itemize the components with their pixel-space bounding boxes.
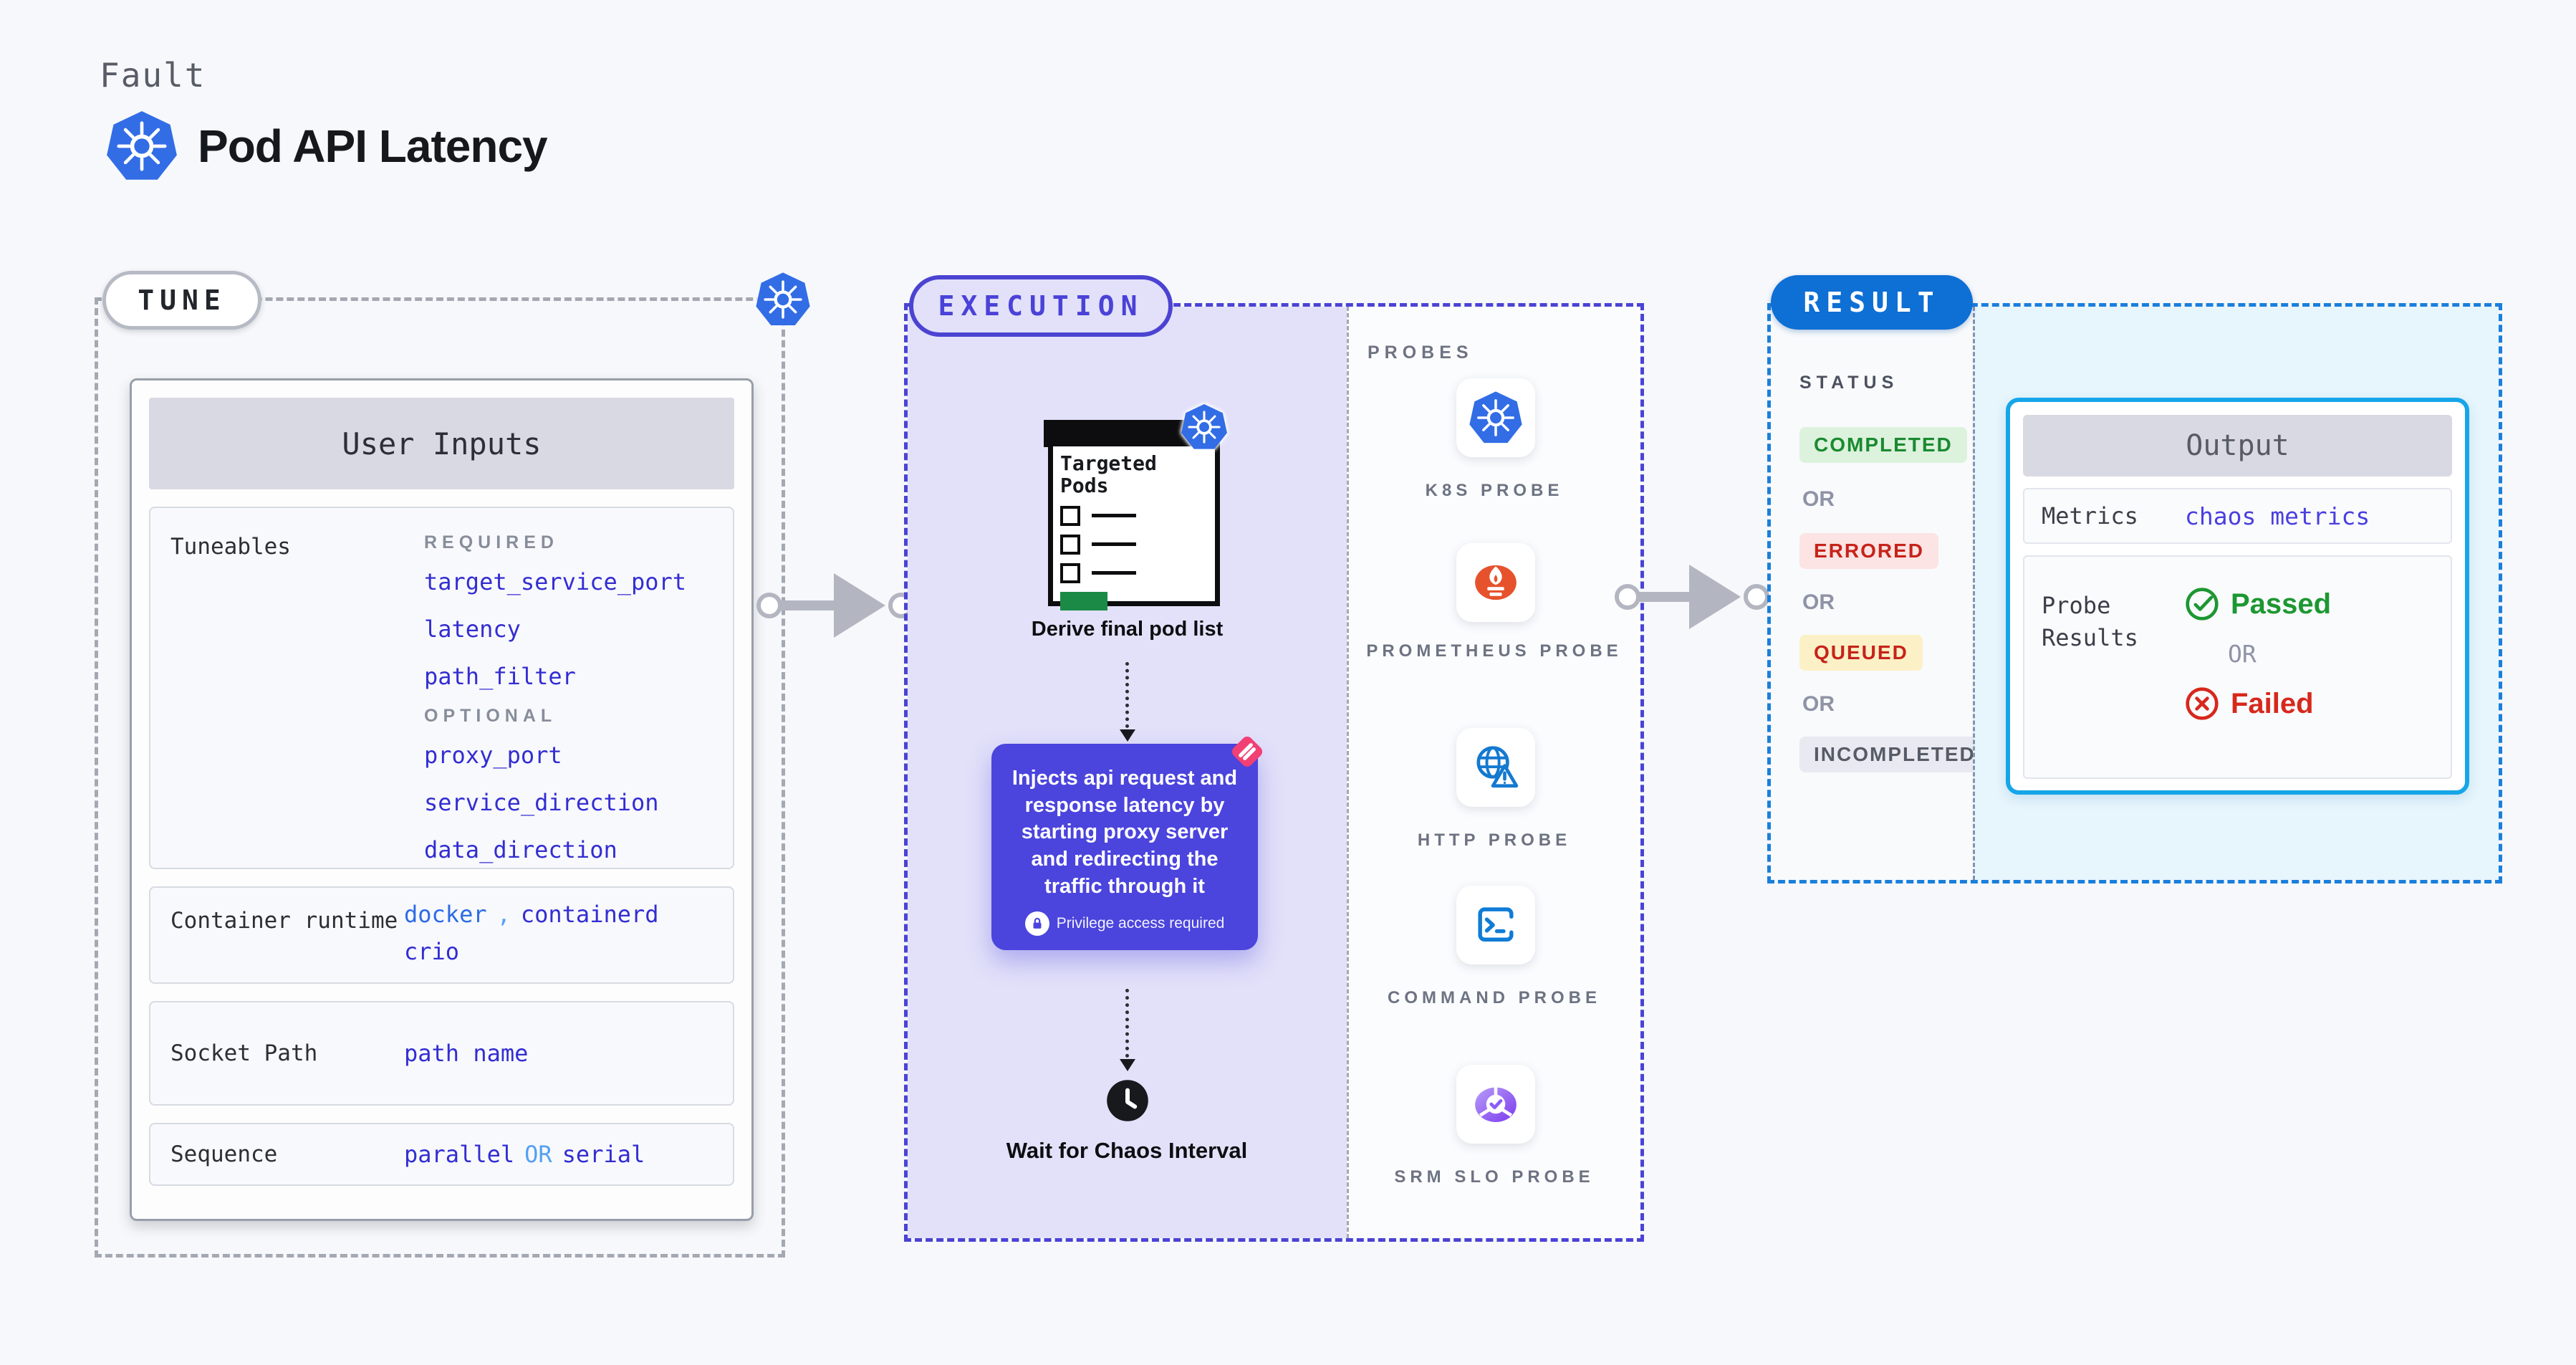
sequence-row: Sequence parallel OR serial: [149, 1123, 734, 1186]
status-column: STATUS COMPLETED OR ERRORED OR QUEUED OR…: [1771, 307, 1990, 880]
dotted-connector: [1125, 662, 1129, 728]
result-pill: RESULT: [1771, 275, 1973, 330]
or-separator: OR: [1802, 590, 1835, 614]
failed-item: Failed: [2185, 686, 2331, 721]
globe-warning-icon: [1456, 728, 1535, 807]
tuneable-value: data_direction: [424, 836, 617, 863]
metrics-label: Metrics: [2042, 502, 2138, 530]
privilege-note: Privilege access required: [1056, 915, 1225, 932]
kubernetes-icon: [1456, 378, 1535, 457]
output-title: Output: [2023, 415, 2452, 476]
inject-description-text: Injects api request and response latency…: [1011, 767, 1238, 898]
arrow-right-icon: [1615, 565, 1769, 629]
passed-label: Passed: [2231, 588, 2332, 620]
probes-panel: PROBES K8S PROBE PROMETHEUS PROBE: [1347, 307, 1640, 1238]
execution-section: Targeted Pods Derive final pod list Inje…: [904, 275, 1644, 1242]
x-circle-icon: [2186, 687, 2219, 720]
status-title: STATUS: [1799, 373, 1899, 393]
output-card: Output Metrics chaos metrics Probe Resul…: [2006, 398, 2469, 795]
lock-icon: [1024, 911, 1049, 937]
tuneables-values: REQUIRED target_service_port latency pat…: [424, 527, 686, 873]
runtime-value: crio: [404, 938, 460, 965]
arrow-right-icon: [756, 573, 914, 638]
check-circle-icon: [2186, 588, 2219, 621]
container-runtime-values: docker, containerd crio: [404, 888, 659, 982]
runtime-value: docker: [404, 901, 487, 928]
required-label: REQUIRED: [424, 532, 559, 552]
dotted-connector: [1125, 989, 1129, 1058]
or-separator: OR: [1802, 692, 1835, 716]
privilege-row: Privilege access required: [1009, 911, 1241, 937]
fault-kicker: Fault: [100, 56, 206, 95]
kubernetes-icon: [105, 109, 179, 183]
kubernetes-icon: [1180, 403, 1229, 451]
status-badge: QUEUED: [1799, 635, 1923, 671]
socket-path-row: Socket Path path name: [149, 1001, 734, 1106]
tune-pill: TUNE: [102, 271, 261, 330]
sequence-value: serial: [562, 1141, 645, 1168]
probe-label: HTTP PROBE: [1417, 830, 1572, 850]
status-badge: ERRORED: [1799, 533, 1939, 569]
container-runtime-row: Container runtime docker, containerd crio: [149, 886, 734, 984]
tuneable-value: path_filter: [424, 663, 576, 690]
checklist-document-icon: Targeted Pods: [1044, 403, 1229, 610]
tuneable-value: proxy_port: [424, 742, 562, 769]
or-separator: OR: [1802, 487, 1835, 511]
runtime-value: containerd: [520, 901, 659, 928]
arrow-down-icon: [1120, 729, 1135, 742]
tune-section: TUNE User Inputs Tuneables REQUIRED targ…: [95, 271, 785, 1258]
inject-description-box: Injects api request and response latency…: [991, 737, 1262, 951]
probe-label: COMMAND PROBE: [1388, 988, 1601, 1007]
terminal-icon: [1456, 886, 1535, 964]
tuneable-value: target_service_port: [424, 568, 687, 595]
runtime-separator: ,: [496, 901, 511, 928]
probes-title: PROBES: [1368, 343, 1474, 363]
probe-label: K8S PROBE: [1425, 481, 1564, 500]
failed-label: Failed: [2231, 687, 2314, 719]
probe-results-row: Probe Results Passed OR: [2023, 555, 2452, 779]
optional-label: OPTIONAL: [424, 705, 557, 726]
arrow-down-icon: [1120, 1059, 1135, 1071]
status-badge: COMPLETED: [1799, 427, 1967, 463]
probe-label: SRM SLO PROBE: [1394, 1167, 1595, 1187]
execution-pill: EXECUTION: [909, 275, 1173, 337]
clock-icon: [1107, 1080, 1148, 1121]
or-separator: OR: [2228, 640, 2257, 668]
targeted-pods-title: Targeted Pods: [1060, 451, 1157, 498]
tuneable-value: service_direction: [424, 789, 659, 816]
socket-path-value: path name: [404, 1040, 529, 1067]
user-inputs-card: User Inputs Tuneables REQUIRED target_se…: [130, 378, 754, 1221]
slo-donut-check-icon: [1456, 1065, 1535, 1144]
container-runtime-label: Container runtime: [170, 908, 398, 934]
tuneable-value: latency: [424, 616, 521, 643]
page-title: Pod API Latency: [198, 120, 548, 172]
sequence-value: parallel: [404, 1141, 515, 1168]
passed-item: Passed: [2185, 587, 2331, 621]
wait-chaos-interval-label: Wait for Chaos Interval: [1006, 1138, 1248, 1163]
result-section: STATUS COMPLETED OR ERRORED OR QUEUED OR…: [1767, 275, 2502, 883]
kubernetes-icon: [754, 271, 812, 328]
user-inputs-title: User Inputs: [149, 398, 734, 489]
tuneables-label: Tuneables: [170, 534, 291, 560]
execution-flow-panel: Targeted Pods Derive final pod list Inje…: [908, 307, 1347, 1238]
socket-path-label: Socket Path: [170, 1040, 318, 1066]
pink-chaos-icon: [1232, 737, 1262, 767]
derive-pod-list-label: Derive final pod list: [1031, 618, 1224, 641]
sequence-label: Sequence: [170, 1141, 278, 1167]
status-badge: INCOMPLETED: [1799, 737, 1990, 772]
tuneables-row: Tuneables REQUIRED target_service_port l…: [149, 507, 734, 869]
prometheus-torch-icon: [1456, 543, 1535, 622]
probe-results-label: Probe Results: [2042, 592, 2138, 651]
metrics-row: Metrics chaos metrics: [2023, 488, 2452, 544]
probe-label: PROMETHEUS PROBE: [1366, 641, 1623, 661]
metrics-value: chaos metrics: [2185, 502, 2370, 530]
sequence-or: OR: [524, 1141, 552, 1168]
title-row: Pod API Latency: [105, 109, 548, 183]
